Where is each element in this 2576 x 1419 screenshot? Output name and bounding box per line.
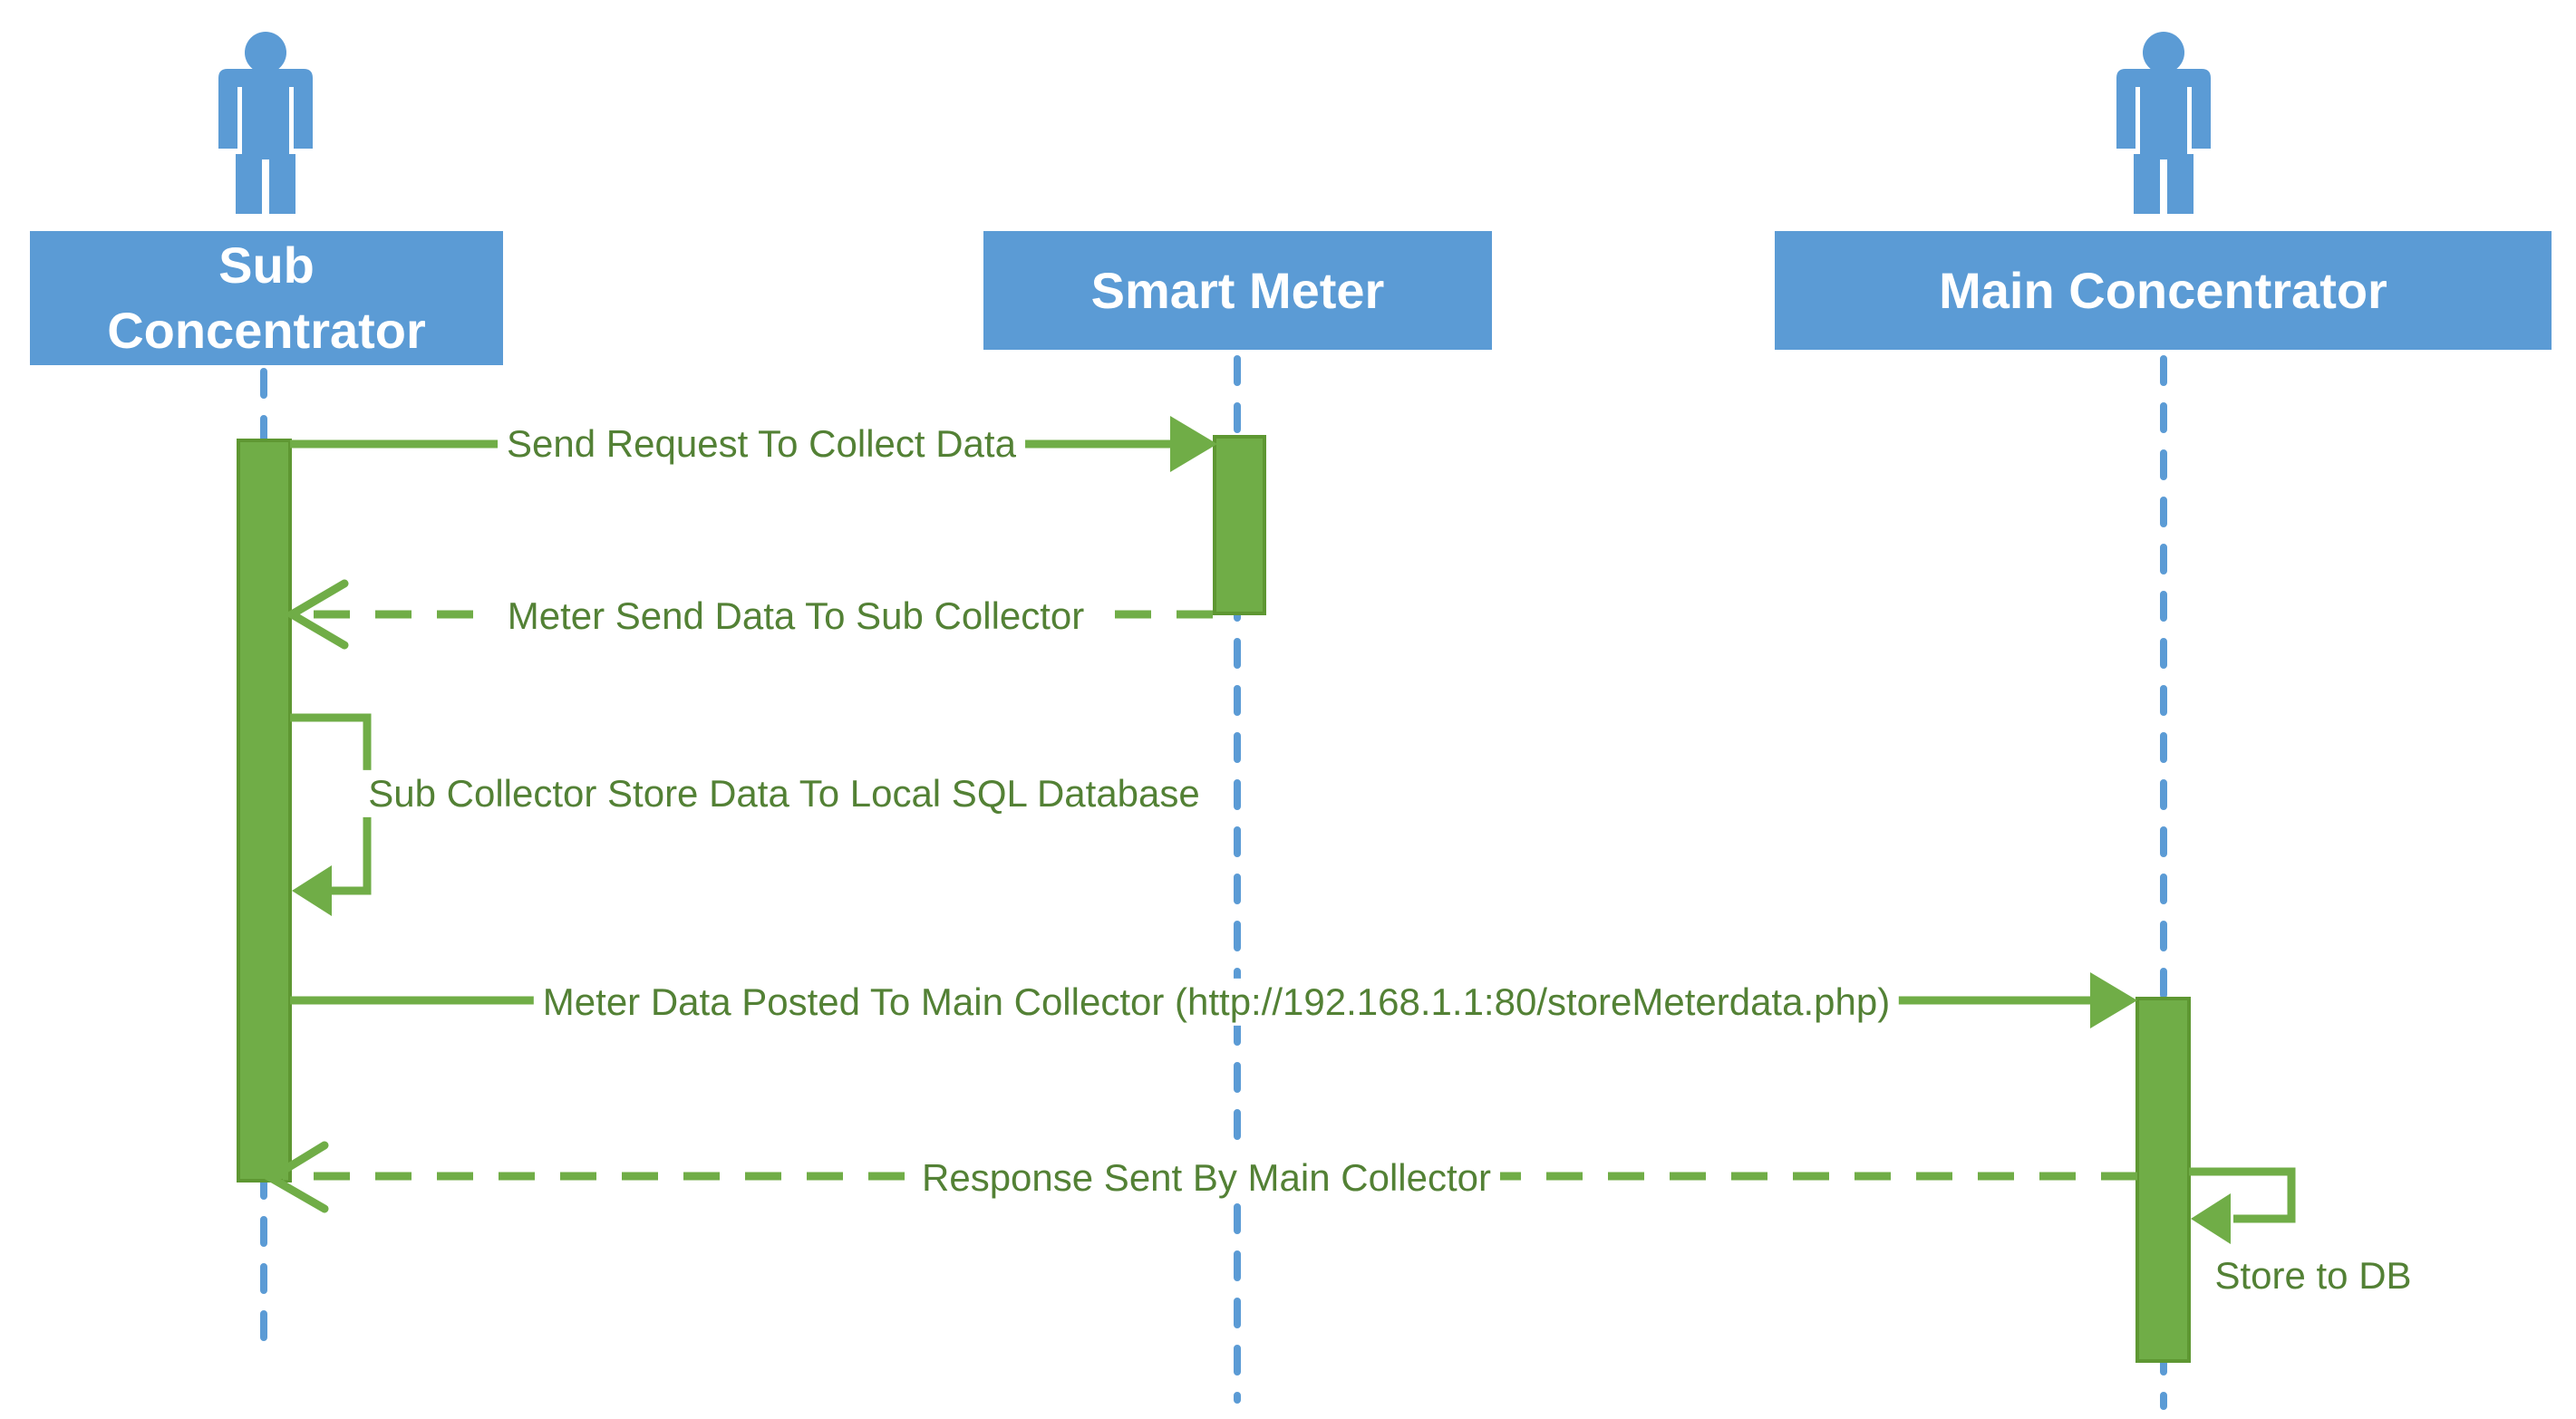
arrowhead-sub-store	[292, 865, 332, 916]
person-icon-sub-concentrator	[218, 32, 313, 214]
person-icon-main-concentrator	[2116, 32, 2211, 214]
actor-box-main-concentrator: Main Concentrator	[1775, 231, 2552, 350]
actor-label-smart-meter: Smart Meter	[1090, 261, 1385, 319]
arrowhead-meter-send-data	[284, 579, 349, 650]
actor-label-sub-concentrator: Sub Concentrator	[107, 236, 426, 359]
message-label-response-sent: Response Sent By Main Collector	[913, 1154, 1500, 1202]
activation-bar-sub-concentrator	[237, 439, 292, 1182]
actor-label-main-concentrator: Main Concentrator	[1939, 261, 2387, 319]
arrowhead-response-sent	[263, 1141, 329, 1213]
activation-bar-main-concentrator	[2135, 997, 2191, 1363]
self-loop-main-store	[2189, 1167, 2296, 1223]
actor-box-smart-meter: Smart Meter	[983, 231, 1492, 350]
activation-bar-smart-meter	[1213, 435, 1266, 615]
message-label-store-to-db: Store to DB	[2205, 1251, 2421, 1300]
arrowhead-main-store	[2191, 1193, 2231, 1244]
message-label-meter-send-data: Meter Send Data To Sub Collector	[498, 592, 1094, 641]
message-label-send-request: Send Request To Collect Data	[498, 420, 1025, 468]
arrowhead-send-request	[1170, 416, 1217, 472]
self-loop-sub-store	[290, 713, 372, 895]
message-label-sub-store-data: Sub Collector Store Data To Local SQL Da…	[359, 769, 1209, 818]
actor-box-sub-concentrator: Sub Concentrator	[30, 231, 503, 365]
message-label-meter-data-posted: Meter Data Posted To Main Collector (htt…	[533, 978, 1900, 1027]
arrowhead-meter-data-posted	[2090, 972, 2137, 1028]
